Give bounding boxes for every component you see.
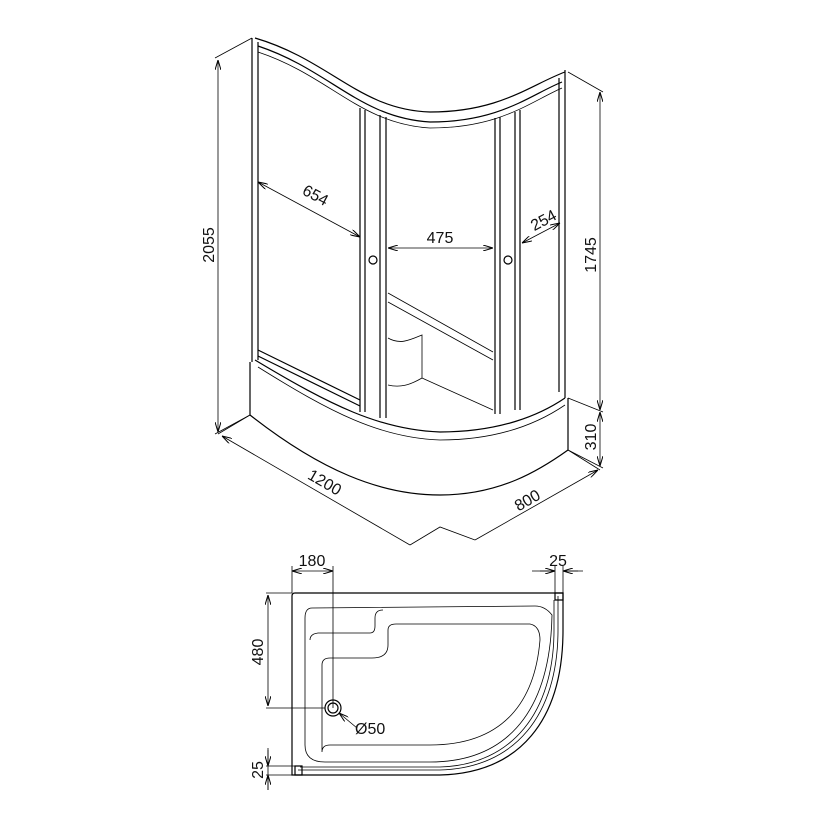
- dim-door-opening: 475: [427, 230, 454, 247]
- iso-dimensions: [214, 37, 604, 546]
- dim-drain-y: 480: [250, 639, 267, 666]
- dim-drain-diameter: Ø50: [355, 721, 385, 738]
- dim-depth: 800: [512, 487, 544, 515]
- dim-profile-top: 25: [549, 553, 567, 570]
- dim-fixed-panel: 654: [299, 182, 331, 210]
- dim-side-panel: 254: [528, 207, 560, 235]
- isometric-cabin: [249, 37, 569, 496]
- dim-drain-x: 180: [299, 553, 326, 570]
- plan-dimensions: [266, 566, 583, 790]
- door-handle-right: [503, 255, 513, 265]
- dim-total-height: 2055: [201, 227, 218, 263]
- dim-width: 1200: [305, 467, 344, 500]
- dim-profile-left: 25: [250, 761, 267, 779]
- door-handle-left: [368, 255, 378, 265]
- plan-view-tray: [291, 592, 564, 776]
- dim-tray-height: 310: [583, 424, 600, 451]
- dim-glass-height: 1745: [583, 237, 600, 273]
